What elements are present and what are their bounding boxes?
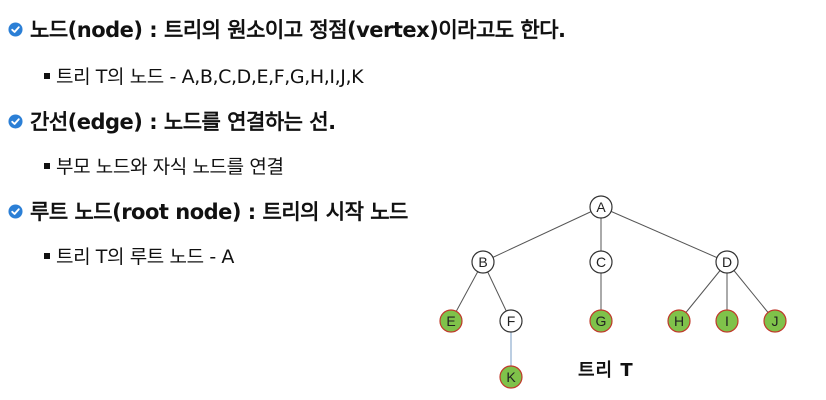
tree-caption: 트리 T — [578, 360, 634, 381]
tree-node-b: B — [471, 250, 495, 274]
tree-node-circle — [589, 195, 613, 219]
tree-node-label: J — [772, 313, 779, 329]
sub-item-edge-desc: 부모 노드와 자식 노드를 연결 — [44, 152, 284, 179]
tree-node-i: I — [715, 309, 739, 333]
tree-node-label: H — [674, 313, 684, 329]
tree-node-circle — [589, 250, 613, 274]
tree-node-circle — [499, 365, 523, 389]
tree-node-circle — [439, 309, 463, 333]
tree-node-label: E — [446, 313, 455, 329]
check-circle-icon — [8, 203, 23, 219]
tree-node-circle — [499, 309, 523, 333]
bullet-text: 간선(edge) : 노드를 연결하는 선. — [30, 110, 336, 134]
bullet-root-definition: 루트 노드(root node) : 트리의 시작 노드 — [8, 196, 408, 226]
tree-node-circle — [763, 309, 787, 333]
tree-node-label: K — [506, 369, 516, 385]
tree-node-d: D — [715, 250, 739, 274]
tree-node-label: A — [596, 199, 606, 215]
check-circle-icon — [8, 21, 23, 37]
bullet-text: 노드(node) : 트리의 원소이고 정점(vertex)이라고도 한다. — [30, 18, 566, 42]
sub-item-node-list: 트리 T의 노드 - A,B,C,D,E,F,G,H,I,J,K — [44, 62, 364, 89]
tree-node-c: C — [589, 250, 613, 274]
bullet-edge-definition: 간선(edge) : 노드를 연결하는 선. — [8, 106, 336, 136]
bullet-node-definition: 노드(node) : 트리의 원소이고 정점(vertex)이라고도 한다. — [8, 14, 566, 44]
tree-node-label: B — [478, 254, 487, 270]
sub-item-text: 트리 T의 노드 - A,B,C,D,E,F,G,H,I,J,K — [56, 66, 364, 88]
sub-item-text: 트리 T의 루트 노드 - A — [56, 246, 235, 268]
tree-node-a: A — [589, 195, 613, 219]
tree-node-label: G — [596, 313, 607, 329]
square-bullet-icon — [44, 72, 50, 79]
tree-node-circle — [715, 250, 739, 274]
tree-node-h: H — [667, 309, 691, 333]
tree-edge-d-h — [678, 261, 728, 322]
square-bullet-icon — [44, 252, 50, 259]
bullet-text: 루트 노드(root node) : 트리의 시작 노드 — [30, 200, 408, 224]
check-circle-icon — [8, 113, 23, 129]
tree-node-circle — [589, 309, 613, 333]
tree-node-g: G — [589, 309, 613, 333]
tree-node-k: K — [499, 365, 523, 389]
tree-node-circle — [471, 250, 495, 274]
tree-edge-a-d — [600, 206, 728, 263]
tree-node-e: E — [439, 309, 463, 333]
tree-node-label: F — [507, 313, 516, 329]
tree-node-circle — [667, 309, 691, 333]
sub-item-text: 부모 노드와 자식 노드를 연결 — [56, 156, 284, 178]
square-bullet-icon — [44, 162, 50, 169]
tree-node-label: D — [722, 254, 732, 270]
tree-node-label: I — [725, 313, 729, 329]
tree-edge-d-j — [726, 261, 776, 322]
tree-node-circle — [715, 309, 739, 333]
tree-node-f: F — [499, 309, 523, 333]
tree-node-j: J — [763, 309, 787, 333]
sub-item-root-desc: 트리 T의 루트 노드 - A — [44, 242, 234, 269]
tree-node-label: C — [596, 254, 606, 270]
tree-edge-a-b — [482, 206, 602, 263]
